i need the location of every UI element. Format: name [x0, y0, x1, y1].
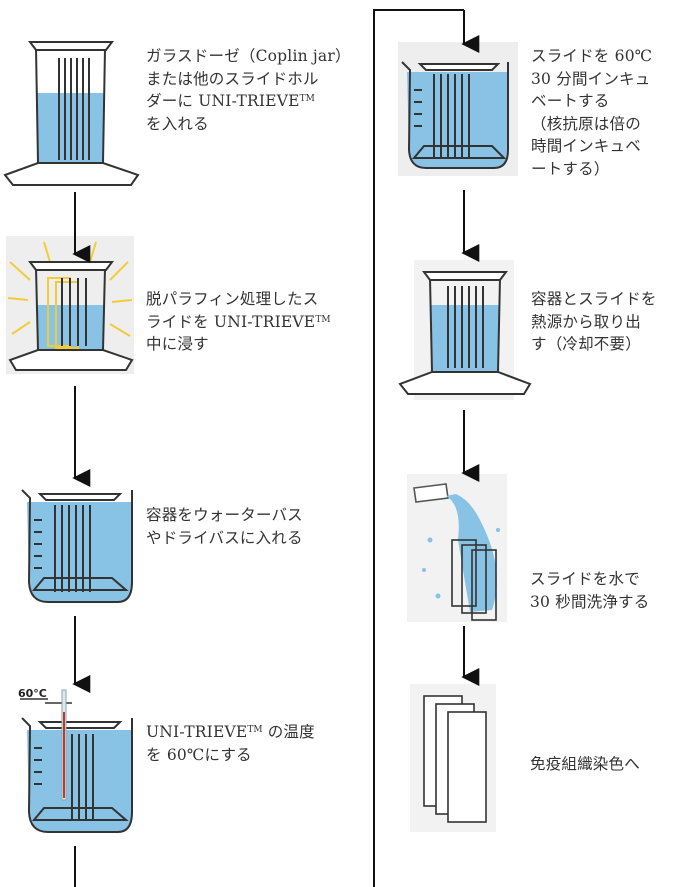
right-step3-text: スライドを水で 30 秒間洗浄する [530, 568, 649, 613]
right-step1-line5: 時間インキュベ [531, 137, 641, 155]
step4-line1-text: UNI-TRIEVE [146, 723, 248, 741]
stacked-slides-icon [410, 684, 496, 832]
trademark-mark: TM [247, 725, 263, 735]
step3-line2: やドライバスに入れる [146, 528, 303, 547]
right-step1-line1: スライドを 60℃ [531, 47, 653, 65]
right-step1-text: スライドを 60℃ 30 分間インキュ ベートする （核抗原は倍の 時間インキュ… [531, 45, 652, 180]
trademark-mark: TM [315, 314, 331, 325]
step2-line2: ライドを UNI-TRIEVETM [146, 311, 331, 334]
step3-text: 容器をウォーターバス やドライバスに入れる [146, 504, 303, 549]
right-step2-line3: す（冷却不要） [531, 335, 641, 353]
step4-line1-suffix: の温度 [262, 723, 315, 741]
step1-line3-text: ダーに UNI-TRIEVE [146, 92, 300, 110]
right-step1-line2: 30 分間インキュ [531, 69, 651, 88]
step1-text: ガラスドーゼ（Coplin jar） または他のスライドホル ダーに UNI-T… [146, 45, 351, 135]
water-rinse-icon [407, 474, 507, 622]
right-step1-line3: ベートする [531, 92, 610, 110]
heated-jar-icon [6, 236, 134, 374]
right-step1-line4: （核抗原は倍の [531, 114, 641, 133]
coplin-jar-icon [3, 41, 140, 186]
trademark-mark: TM [299, 94, 315, 104]
thermometer-beaker-icon [20, 689, 133, 833]
water-bath-beaker-icon [21, 489, 133, 603]
step2-text: 脱パラフィン処理したス ライドを UNI-TRIEVETM 中に浸す [146, 288, 331, 356]
right-step2-line2: 熱源から取り出 [531, 312, 641, 331]
step1-line3: ダーに UNI-TRIEVETM [146, 90, 351, 113]
step3-line1: 容器をウォーターバス [146, 506, 303, 524]
step2-line2-text: ライドを UNI-TRIEVE [146, 312, 316, 331]
step1-line4: を入れる [146, 114, 209, 133]
step4-text: UNI-TRIEVETM の温度 を 60℃にする [146, 721, 315, 766]
incubation-beaker-icon [398, 42, 518, 176]
step2-line1: 脱パラフィン処理したス [146, 290, 319, 308]
right-step1-line6: ートする） [531, 159, 610, 178]
step1-line1: ガラスドーゼ（Coplin jar） [146, 47, 351, 65]
right-step4-text: 免疫組織染色へ [530, 753, 640, 776]
step4-line2: を 60℃にする [146, 745, 252, 764]
right-step4-line1: 免疫組織染色へ [530, 755, 640, 773]
step4-line1: UNI-TRIEVETM の温度 [146, 721, 315, 744]
right-step2-text: 容器とスライドを 熱源から取り出 す（冷却不要） [531, 288, 657, 356]
right-step2-line1: 容器とスライドを [531, 290, 657, 308]
right-step3-line1: スライドを水で [530, 570, 640, 588]
removed-container-icon [398, 260, 532, 400]
step1-line2: または他のスライドホル [146, 69, 319, 88]
right-step3-line2: 30 秒間洗浄する [530, 592, 650, 611]
flow-connectors [72, 9, 480, 887]
step2-line3: 中に浸す [146, 335, 209, 353]
thermometer-label: 60°C [18, 687, 47, 700]
connector-to-right-column [373, 9, 464, 887]
